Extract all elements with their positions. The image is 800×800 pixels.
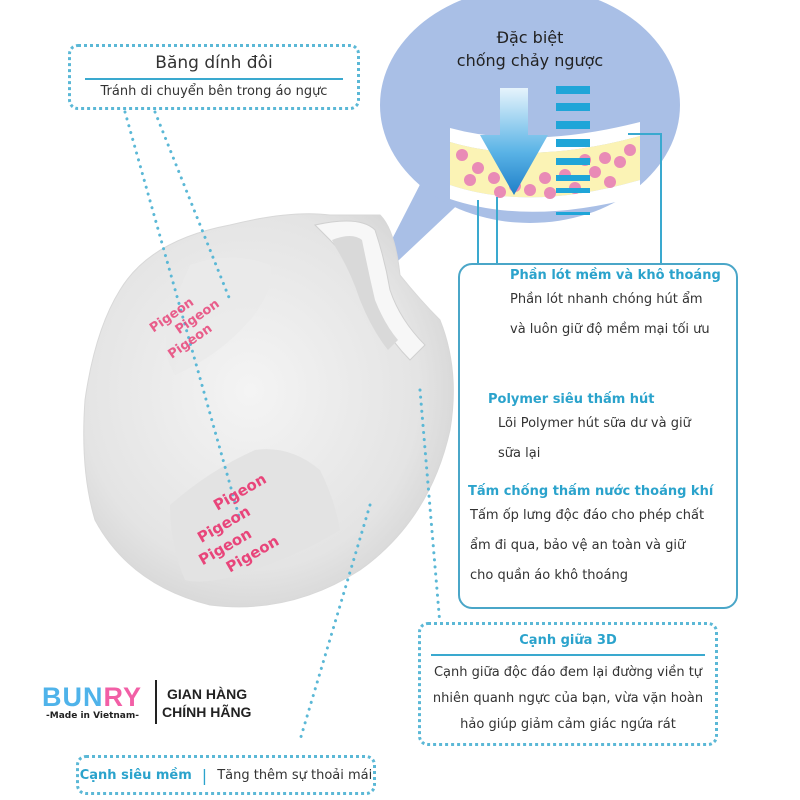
- breast-pad-image: [83, 213, 454, 608]
- down-arrow-icon: [480, 88, 548, 195]
- bubble-title: Đặc biệt chống chảy ngược: [456, 28, 604, 70]
- brand-tagline: -Made in Vietnam-: [46, 711, 139, 721]
- layer-bars: [556, 86, 590, 215]
- feature-section-topsheet: Phần lót mềm và khô thoáng Phần lót nhan…: [510, 268, 721, 337]
- brand-name-part1: BUN: [42, 682, 104, 712]
- callout-soft-edge-subtitle: Tăng thêm sự thoải mái: [217, 767, 373, 783]
- adhesive-strip-top: [166, 257, 271, 375]
- adhesive-strip-bottom: [170, 449, 340, 582]
- callout-adhesive: Băng dính đôi Tránh di chuyển bên trong …: [68, 44, 360, 110]
- separator: |: [201, 765, 208, 785]
- dotted-leaders: [123, 110, 442, 742]
- callout-soft-edge: Cạnh siêu mềm | Tăng thêm sự thoải mái: [76, 755, 376, 795]
- callout-3d-edge-title: Cạnh giữa 3D: [519, 633, 617, 648]
- feature-section-polymer: Polymer siêu thấm hút Lõi Polymer hút sữ…: [488, 392, 691, 461]
- divider: [431, 654, 705, 656]
- brand-name-part2: RY: [103, 682, 143, 712]
- callout-adhesive-subtitle: Tránh di chuyển bên trong áo ngực: [100, 84, 328, 99]
- divider: [85, 78, 343, 80]
- brand-divider: [155, 680, 157, 724]
- feature-section-backsheet: Tấm chống thấm nước thoáng khí Tấm ốp lư…: [468, 484, 714, 583]
- callout-adhesive-title: Băng dính đôi: [155, 53, 273, 73]
- official-store-badge: GIAN HÀNG CHÍNH HÃNG: [162, 686, 252, 720]
- features-panel: [458, 263, 738, 609]
- callout-3d-edge: Cạnh giữa 3D Cạnh giữa độc đáo đem lại đ…: [418, 622, 718, 746]
- callout-soft-edge-title: Cạnh siêu mềm: [79, 767, 192, 783]
- brand-logo: BUNRY -Made in Vietnam-: [42, 683, 152, 721]
